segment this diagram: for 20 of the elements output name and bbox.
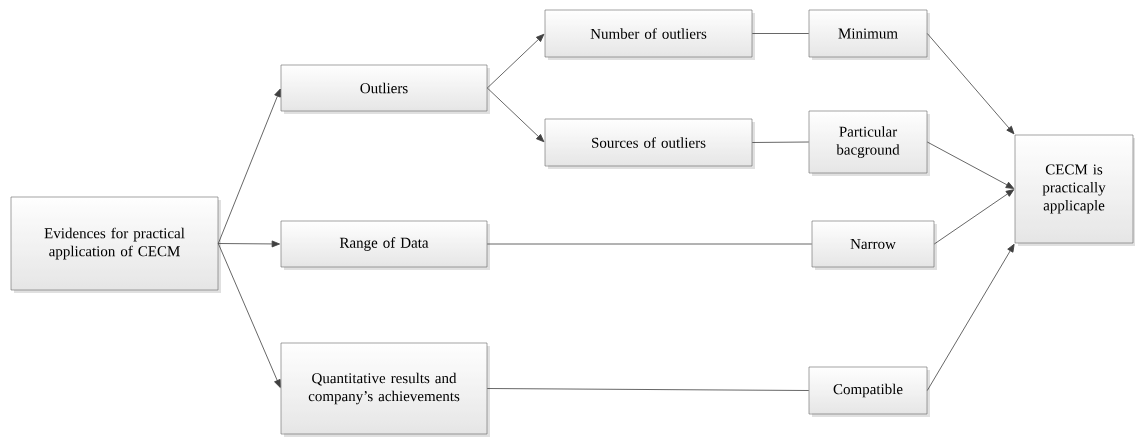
arrow — [217, 88, 281, 244]
process-box: Outliers — [280, 64, 488, 112]
arrow — [217, 243, 281, 388]
arrow — [926, 33, 1015, 135]
process-box: Quantitative results and company’s achievements — [280, 342, 488, 435]
arrow — [926, 243, 1015, 391]
process-box: Sources of outliers — [544, 118, 753, 167]
process-box: Particular bacground — [808, 110, 928, 174]
process-box: Compatible — [808, 366, 928, 415]
arrow — [926, 141, 1015, 189]
arrow — [217, 240, 280, 248]
process-box: Number of outliers — [544, 9, 753, 58]
process-box: Range of Data — [280, 220, 488, 268]
arrow — [486, 33, 545, 89]
process-box: Minimum — [808, 9, 928, 58]
arrow — [933, 189, 1015, 245]
process-box: Evidences for practical application of CECM — [10, 196, 219, 291]
process-box: CECM is practically applicaple — [1014, 134, 1134, 244]
arrow — [486, 87, 545, 143]
process-box: Narrow — [811, 220, 935, 268]
